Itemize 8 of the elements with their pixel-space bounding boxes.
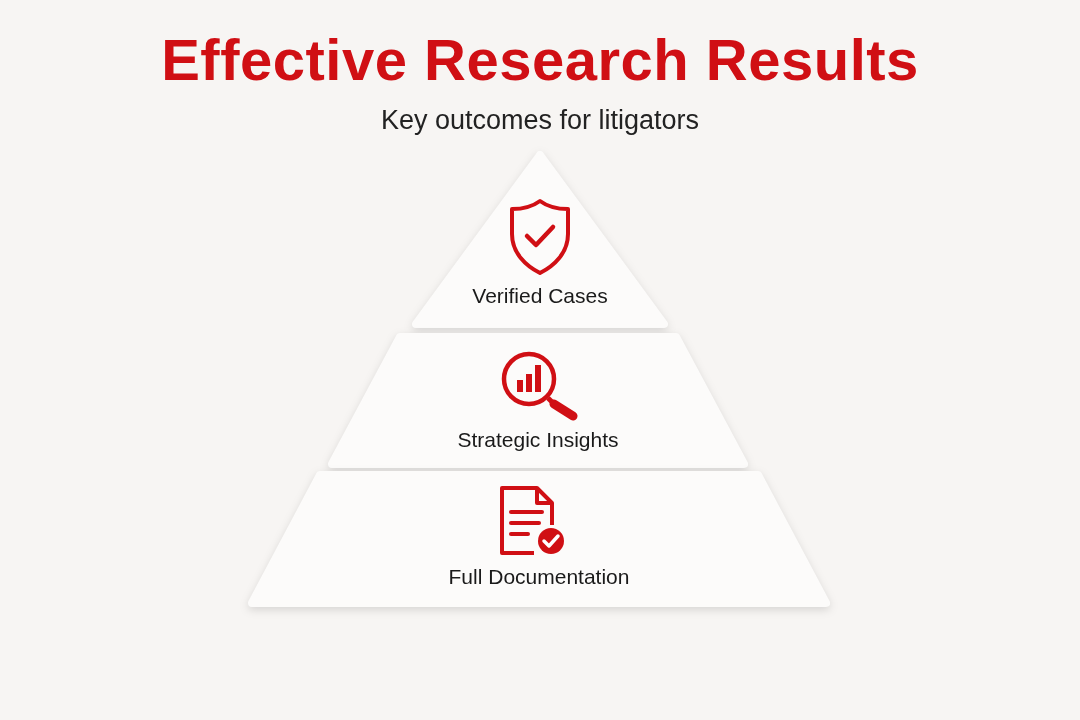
tier-label: Strategic Insights	[457, 427, 619, 453]
subtitle: Key outcomes for litigators	[380, 104, 700, 137]
pyramid-tier	[412, 150, 668, 329]
pyramid-tier	[328, 333, 748, 468]
diagram-title: Effective Research Results	[161, 28, 919, 92]
tier-label: Full Documentation	[448, 564, 630, 590]
tier-label: Verified Cases	[472, 283, 608, 309]
pyramid-tier	[248, 471, 830, 607]
